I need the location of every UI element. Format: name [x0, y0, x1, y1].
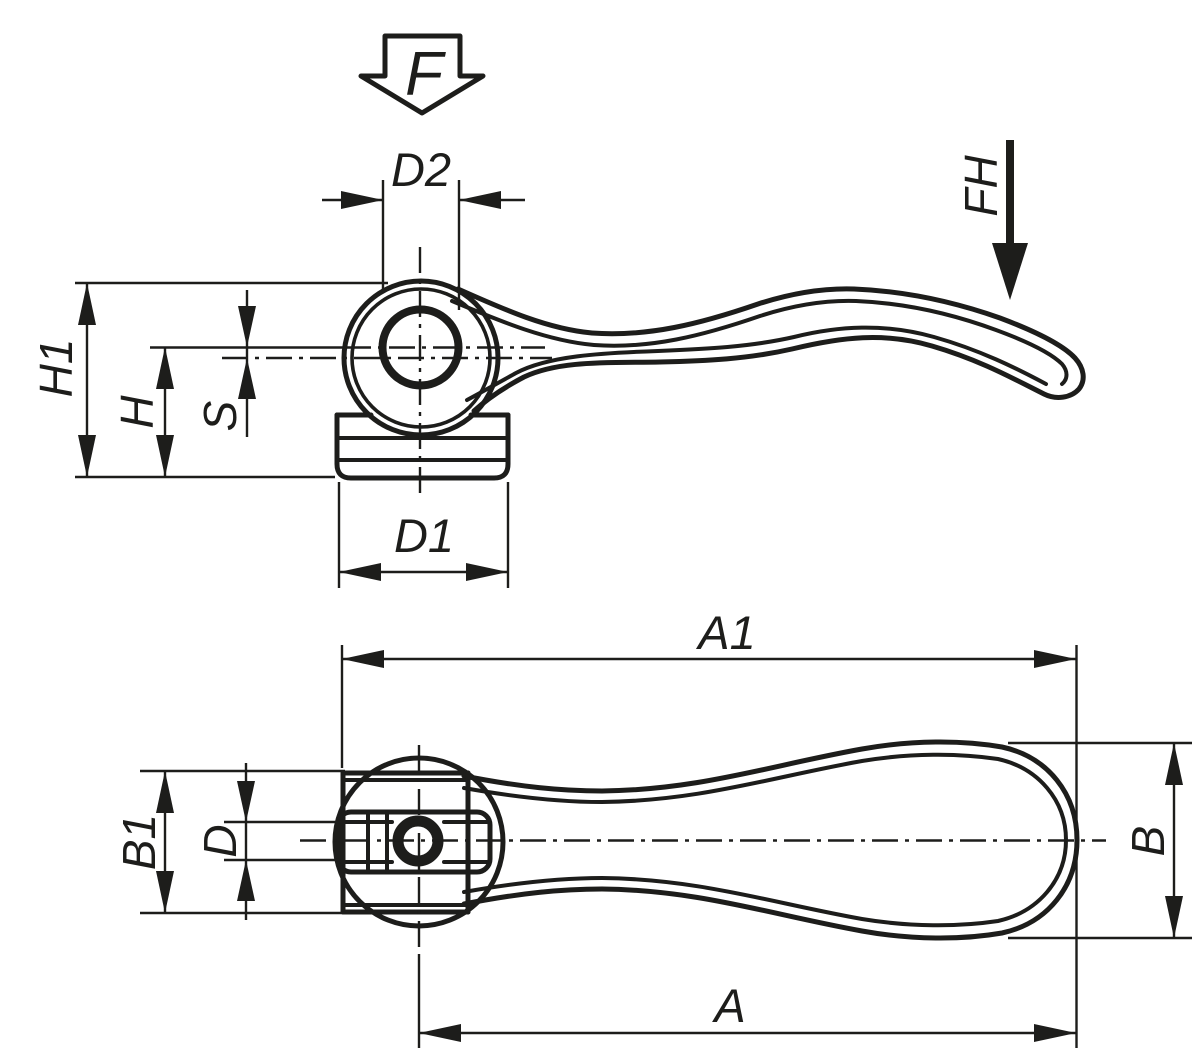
- label-b1: B1: [113, 814, 165, 870]
- s-arrow-upper: [238, 306, 256, 347]
- label-fh: FH: [955, 155, 1007, 217]
- label-f: F: [405, 40, 446, 109]
- dim-b: B: [1008, 741, 1192, 940]
- handle-inner-top-contour: [450, 298, 1069, 386]
- label-b: B: [1122, 826, 1174, 857]
- dim-a: A: [417, 957, 1076, 1048]
- handle-outer-contour: [455, 286, 1086, 414]
- label-a: A: [711, 979, 745, 1032]
- dim-d2: D2: [322, 143, 525, 310]
- label-s: S: [194, 400, 246, 431]
- washer-side-outline: [334, 412, 511, 481]
- dim-s: S: [194, 290, 256, 437]
- dim-h: H: [111, 347, 174, 477]
- label-h: H: [111, 395, 163, 429]
- d2-arrow-left: [341, 191, 383, 209]
- b1-arrow-top: [156, 771, 174, 813]
- dim-d1: D1: [337, 482, 510, 588]
- label-d2: D2: [391, 143, 451, 196]
- label-a1: A1: [695, 606, 756, 659]
- force-arrow-f-icon: [358, 33, 486, 116]
- dim-a1: A1: [340, 606, 1078, 1048]
- dim-h1: H1: [30, 281, 388, 479]
- label-d1: D1: [394, 509, 454, 562]
- b-arrow-top: [1165, 743, 1183, 785]
- h1-arrow-bottom: [78, 435, 96, 477]
- label-d: D: [194, 824, 246, 857]
- force-fh: FH: [955, 140, 1028, 300]
- s-arrow-lower: [238, 358, 256, 399]
- a-arrow-right: [1034, 1024, 1076, 1042]
- d2-arrow-right: [459, 191, 501, 209]
- a1-arrow-right: [1034, 650, 1076, 668]
- a1-arrow-left: [342, 650, 384, 668]
- bottom-view: [300, 739, 1106, 957]
- side-view: [150, 247, 1086, 500]
- d-arrow-upper: [237, 781, 255, 822]
- h-arrow-top: [156, 347, 174, 389]
- b-arrow-bottom: [1165, 896, 1183, 938]
- a-arrow-left: [419, 1024, 461, 1042]
- dim-b1: B1: [113, 769, 345, 915]
- handle-inner-bottom-contour: [465, 325, 1048, 402]
- b1-arrow-bottom: [156, 871, 174, 913]
- d-arrow-lower: [237, 860, 255, 901]
- force-arrow-fh-head-icon: [992, 243, 1028, 300]
- label-h1: H1: [30, 339, 82, 398]
- h1-arrow-top: [78, 283, 96, 325]
- force-f: F: [358, 33, 486, 116]
- dim-d: D: [194, 763, 340, 920]
- d1-arrow-right: [466, 563, 508, 581]
- h-arrow-bottom: [156, 435, 174, 477]
- insert-outline: [335, 809, 493, 875]
- d1-arrow-left: [339, 563, 381, 581]
